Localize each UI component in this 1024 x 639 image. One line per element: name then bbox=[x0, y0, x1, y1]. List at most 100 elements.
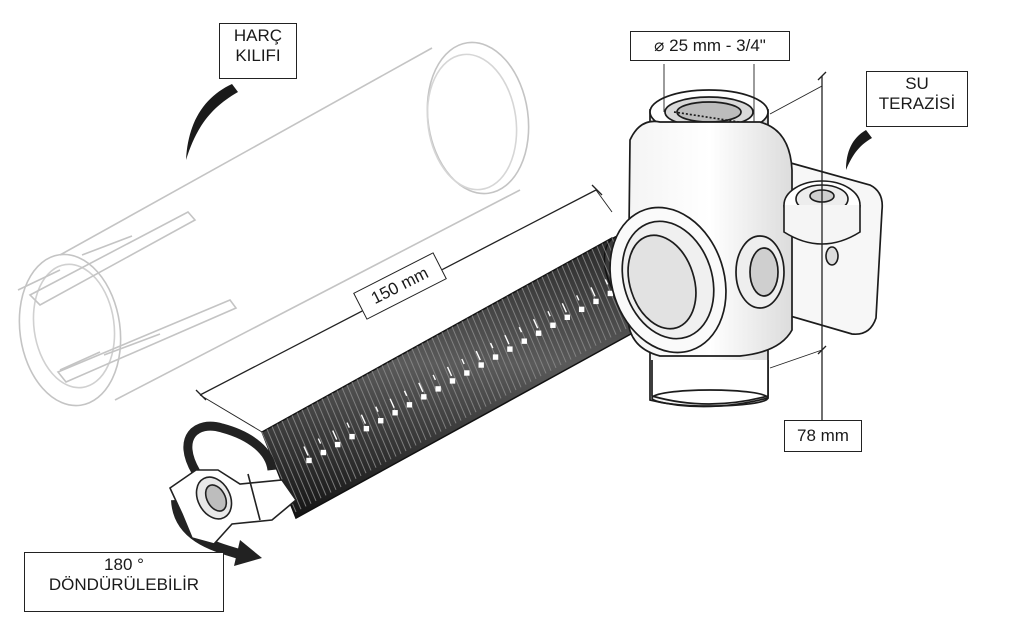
thread-rib bbox=[531, 282, 567, 363]
thread-rib bbox=[451, 326, 487, 407]
thread-rib bbox=[491, 304, 527, 385]
thread-rib bbox=[556, 268, 592, 349]
thread-rib bbox=[516, 290, 552, 371]
thread-rib bbox=[456, 323, 492, 405]
scale-mark bbox=[507, 346, 513, 352]
thread-rib bbox=[301, 409, 337, 491]
thread-rib bbox=[561, 265, 597, 346]
scale-mark bbox=[392, 410, 398, 416]
scale-mark bbox=[363, 425, 370, 432]
thread-rib bbox=[341, 387, 377, 468]
scale-tick bbox=[303, 446, 309, 456]
thread-rib bbox=[276, 423, 312, 504]
thread-rib bbox=[576, 257, 612, 338]
scale-tick bbox=[346, 422, 350, 428]
scale-mark bbox=[349, 433, 355, 440]
thread-rib bbox=[411, 348, 447, 430]
scale-mark bbox=[421, 394, 427, 400]
thread-rib bbox=[591, 248, 627, 330]
thread-rib bbox=[566, 262, 602, 344]
thread-rib bbox=[436, 334, 472, 416]
rotation-label: 180 ° DÖNDÜRÜLEBİLİR bbox=[24, 552, 224, 612]
thread-rib bbox=[401, 354, 437, 435]
thread-rib bbox=[501, 298, 537, 380]
scale-mark bbox=[578, 306, 585, 313]
thread-rib bbox=[586, 251, 622, 333]
scale-tick bbox=[389, 398, 395, 409]
scale-mark bbox=[320, 449, 327, 456]
thread-rib bbox=[356, 379, 392, 460]
scale-tick bbox=[317, 438, 322, 444]
mortar-sleeve-label-line2: KILIFI bbox=[235, 46, 281, 65]
thread-rib bbox=[381, 365, 417, 446]
thread-rib bbox=[391, 359, 427, 441]
thread-rib bbox=[371, 370, 407, 452]
rotation-label-line2: DÖNDÜRÜLEBİLİR bbox=[48, 575, 200, 594]
scale-tick bbox=[375, 406, 379, 412]
rotation-label-line1: 180 ° bbox=[104, 555, 144, 574]
scale-mark bbox=[535, 330, 542, 336]
thread-rib bbox=[536, 279, 572, 360]
scale-mark bbox=[306, 457, 312, 464]
spirit-level-label-line2: TERAZİSİ bbox=[878, 94, 956, 113]
thread-rib bbox=[466, 318, 502, 399]
thread-rib bbox=[306, 406, 342, 488]
thread-rib bbox=[326, 395, 362, 477]
mortar-sleeve-label: HARÇ KILIFI bbox=[219, 23, 297, 79]
mortar-sleeve bbox=[17, 41, 530, 407]
scale-mark bbox=[378, 418, 384, 424]
thread-rib bbox=[551, 271, 587, 352]
thread-rib bbox=[361, 376, 397, 457]
thread-rib bbox=[396, 356, 432, 438]
diameter-label: ⌀ 25 mm - 3/4" bbox=[630, 31, 790, 61]
scale-mark bbox=[335, 441, 341, 448]
thread-rib bbox=[286, 417, 322, 499]
thread-rib bbox=[296, 412, 332, 493]
thread-rib bbox=[321, 398, 357, 479]
thread-rib bbox=[526, 284, 562, 366]
scale-tick bbox=[504, 334, 510, 345]
diameter-label-text: ⌀ 25 mm - 3/4" bbox=[654, 36, 766, 55]
scale-mark bbox=[449, 378, 456, 384]
thread-rib bbox=[271, 426, 307, 507]
scale-mark bbox=[593, 298, 599, 305]
thread-rib bbox=[281, 420, 317, 502]
scale-tick bbox=[489, 342, 494, 349]
scale-tick bbox=[576, 295, 580, 301]
thread-rib bbox=[346, 384, 382, 466]
scale-tick bbox=[461, 358, 465, 365]
scale-mark bbox=[406, 402, 413, 408]
thread-rib bbox=[571, 259, 607, 341]
thread-rib bbox=[406, 351, 442, 432]
thread-rib bbox=[376, 368, 412, 449]
thread-rib bbox=[421, 343, 457, 424]
scale-tick bbox=[561, 303, 567, 313]
depth-dimension-label: 78 mm bbox=[784, 420, 862, 452]
scale-tick bbox=[432, 374, 437, 381]
thread-rib bbox=[416, 345, 452, 427]
thread-rib bbox=[266, 429, 302, 510]
depth-dimension-text: 78 mm bbox=[797, 426, 849, 445]
thread-rib bbox=[331, 393, 367, 474]
thread-rib bbox=[446, 329, 482, 410]
thread-rib bbox=[431, 337, 467, 418]
thread-rib bbox=[336, 390, 372, 471]
scale-mark bbox=[521, 338, 527, 344]
thread-rib bbox=[426, 340, 462, 421]
scale-mark bbox=[492, 354, 499, 360]
scale-tick bbox=[604, 279, 609, 285]
thread-rib bbox=[541, 276, 577, 357]
thread-rib bbox=[481, 309, 517, 391]
thread-rib bbox=[351, 381, 387, 463]
callout-leaders bbox=[186, 84, 872, 170]
thread-rib bbox=[386, 362, 422, 443]
scale-tick bbox=[332, 430, 338, 440]
scale-mark bbox=[435, 386, 441, 392]
thread-rib bbox=[486, 307, 522, 388]
thread-rib bbox=[521, 287, 557, 369]
spirit-level-label-line1: SU bbox=[905, 74, 929, 93]
scale-tick bbox=[403, 390, 408, 397]
thread-rib bbox=[311, 404, 347, 485]
